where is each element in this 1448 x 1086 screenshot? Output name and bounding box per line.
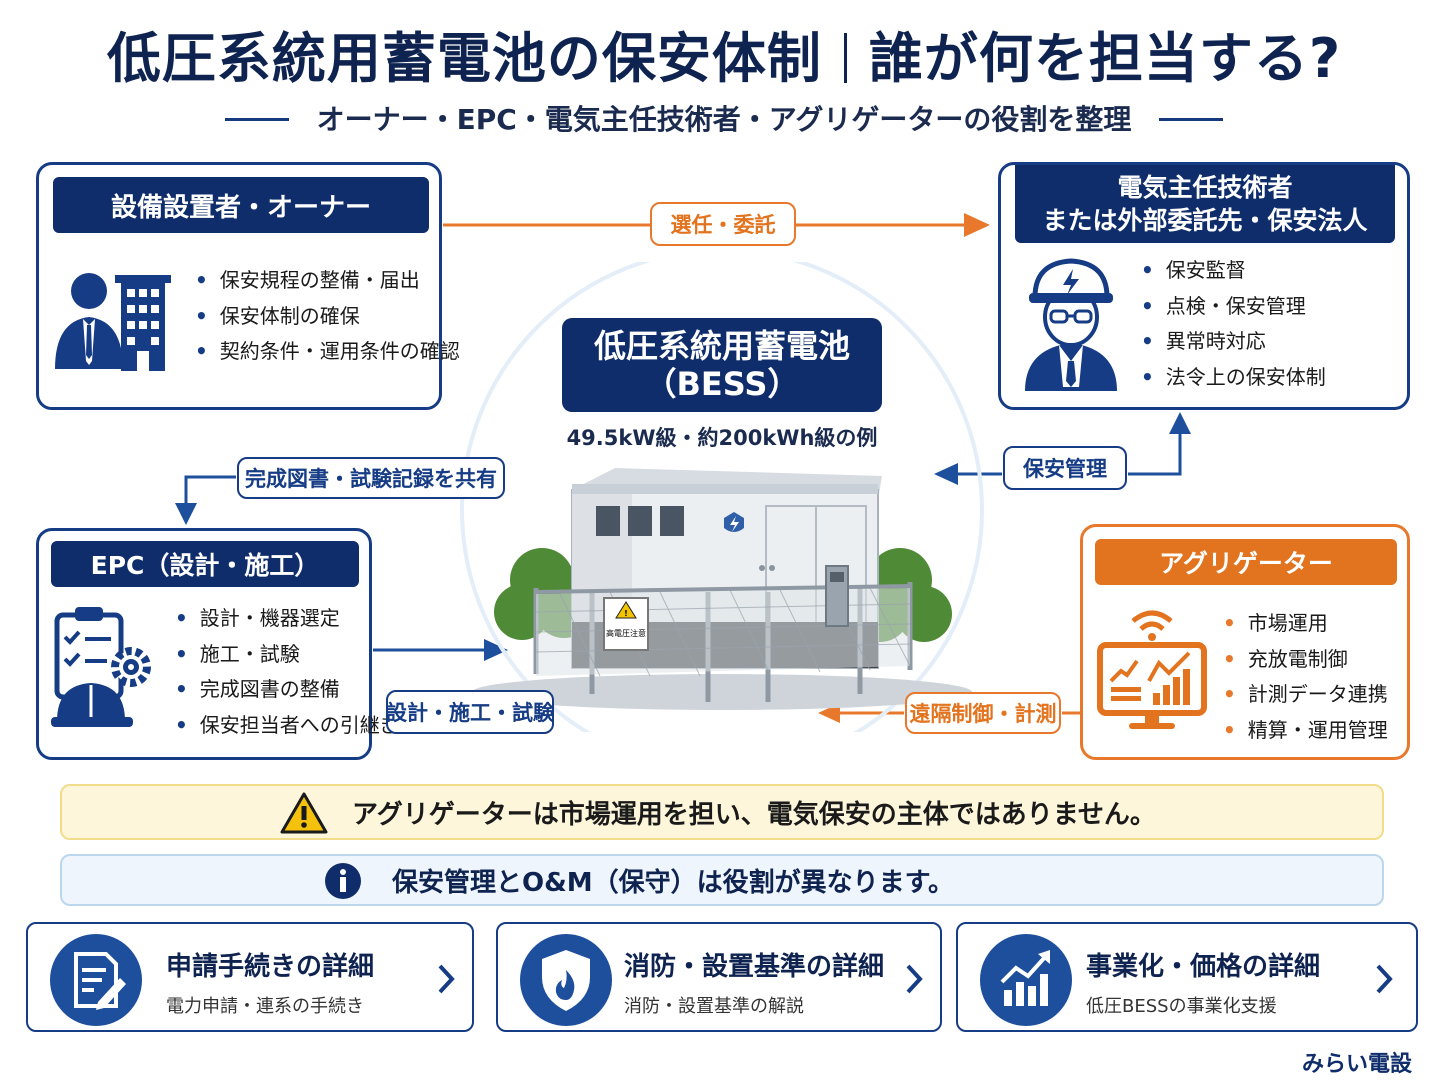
appoint-arrow-head bbox=[964, 213, 990, 237]
epc-list: 設計・機器選定 施工・試験 完成図書の整備 保安担当者への引継ぎ bbox=[175, 601, 400, 743]
link-card-business[interactable]: 事業化・価格の詳細 低圧BESSの事業化支援 bbox=[956, 922, 1418, 1032]
list-item: 保安担当者への引継ぎ bbox=[175, 708, 400, 744]
bess-illustration: ! 高電圧注意 bbox=[460, 262, 984, 732]
list-item: 異常時対応 bbox=[1141, 324, 1326, 360]
title-separator bbox=[843, 33, 847, 83]
brand-logo: みらい電設 bbox=[1301, 1052, 1412, 1077]
link-card-fire[interactable]: 消防・設置基準の詳細 消防・設置基準の解説 bbox=[496, 922, 942, 1032]
warning-icon bbox=[280, 792, 328, 834]
list-item: 法令上の保安体制 bbox=[1141, 360, 1326, 396]
safety-mgmt-label: 保安管理 bbox=[1003, 446, 1127, 490]
remote-label: 遠隔制御・計測 bbox=[905, 692, 1061, 734]
growth-chart-icon bbox=[1000, 950, 1050, 1006]
link-subtitle: 消防・設置基準の解説 bbox=[624, 996, 804, 1017]
share-arrow-head bbox=[175, 503, 197, 525]
link-card-application[interactable]: 申請手続きの詳細 電力申請・連系の手続き bbox=[26, 922, 474, 1032]
epc-card: EPC（設計・施工） 設計・機器選定 施工・試験 完成図書の整備 保安担当者への… bbox=[36, 528, 400, 760]
appoint-label: 選任・委託 bbox=[650, 202, 796, 246]
engineer-heading: 電気主任技術者 または外部委託先・保安法人 bbox=[1015, 165, 1395, 243]
fire-shield-icon bbox=[542, 950, 590, 1011]
list-item: 保安監督 bbox=[1141, 253, 1326, 289]
list-item: 保安体制の確保 bbox=[195, 299, 460, 335]
share-docs-label: 完成図書・試験記録を共有 bbox=[237, 457, 505, 499]
aggregator-list: 市場運用 充放電制御 計測データ連携 精算・運用管理 bbox=[1223, 606, 1388, 748]
page-title: 低圧系統用蓄電池の保安体制誰が何を担当する? bbox=[106, 27, 1342, 90]
bess-title: 低圧系統用蓄電池 （BESS） bbox=[562, 318, 882, 412]
chevron-right-icon bbox=[438, 964, 455, 994]
aggregator-heading: アグリゲーター bbox=[1095, 539, 1397, 585]
circle-bg bbox=[50, 934, 142, 1026]
subtitle-line-right bbox=[1159, 118, 1224, 121]
share-arrow bbox=[184, 475, 236, 505]
link-subtitle: 低圧BESSの事業化支援 bbox=[1086, 996, 1277, 1017]
owner-heading: 設備設置者・オーナー bbox=[53, 177, 429, 233]
list-item: 契約条件・運用条件の確認 bbox=[195, 334, 460, 370]
monitor-chart-icon bbox=[1097, 610, 1207, 729]
epc-heading: EPC（設計・施工） bbox=[51, 541, 359, 587]
chevron-right-icon bbox=[906, 964, 923, 994]
warning-banner: アグリゲーターは市場運用を担い、電気保安の主体ではありません。 bbox=[60, 784, 1384, 840]
list-item: 市場運用 bbox=[1223, 606, 1388, 642]
design-build-label: 設計・施工・試験 bbox=[386, 690, 554, 734]
link-title: 事業化・価格の詳細 bbox=[1086, 952, 1321, 982]
safety-arrow bbox=[1128, 432, 1182, 476]
link-subtitle: 電力申請・連系の手続き bbox=[166, 996, 364, 1017]
subtitle-line-left bbox=[224, 118, 289, 121]
svg-text:!: ! bbox=[624, 609, 628, 618]
owner-list: 保安規程の整備・届出 保安体制の確保 契約条件・運用条件の確認 bbox=[195, 263, 460, 370]
clipboard-gear-helmet-icon bbox=[51, 607, 151, 727]
link-title: 消防・設置基準の詳細 bbox=[624, 952, 885, 982]
circle-bg bbox=[980, 934, 1072, 1026]
list-item: 精算・運用管理 bbox=[1223, 713, 1388, 749]
bess-spec: 49.5kW級・約200kWh級の例 bbox=[566, 426, 878, 450]
epc-arrow-head bbox=[484, 639, 508, 661]
list-item: 保安規程の整備・届出 bbox=[195, 263, 460, 299]
engineer-helmet-icon bbox=[1025, 258, 1117, 391]
businessman-building-icon bbox=[55, 273, 171, 371]
list-item: 施工・試験 bbox=[175, 637, 400, 673]
engineer-card: 電気主任技術者 または外部委託先・保安法人 保安監督 点検・保安管理 異常時対応… bbox=[998, 162, 1410, 410]
list-item: 完成図書の整備 bbox=[175, 672, 400, 708]
list-item: 計測データ連携 bbox=[1223, 677, 1388, 713]
page-subtitle: オーナー・EPC・電気主任技術者・アグリゲーターの役割を整理 bbox=[0, 98, 1448, 138]
safety-arrow-left-head bbox=[934, 463, 958, 485]
list-item: 設計・機器選定 bbox=[175, 601, 400, 637]
info-icon bbox=[325, 863, 361, 899]
engineer-list: 保安監督 点検・保安管理 異常時対応 法令上の保安体制 bbox=[1141, 253, 1326, 395]
document-pen-icon bbox=[74, 952, 126, 1010]
info-banner: 保安管理とO&M（保守）は役割が異なります。 bbox=[60, 854, 1384, 906]
owner-card: 設備設置者・オーナー 保安規程の整備・届出 保安体制の確保 契約条件・運用条件の… bbox=[36, 162, 460, 410]
circle-bg bbox=[520, 934, 612, 1026]
list-item: 充放電制御 bbox=[1223, 642, 1388, 678]
chevron-right-icon bbox=[1376, 964, 1393, 994]
list-item: 点検・保安管理 bbox=[1141, 289, 1326, 325]
aggregator-card: アグリゲーター 市場運用 充放電制御 計測データ連携 精算・運用管理 bbox=[1080, 524, 1410, 760]
high-voltage-sign-text: 高電圧注意 bbox=[606, 628, 646, 638]
safety-arrow-up-head bbox=[1169, 412, 1191, 434]
link-title: 申請手続きの詳細 bbox=[166, 952, 375, 982]
